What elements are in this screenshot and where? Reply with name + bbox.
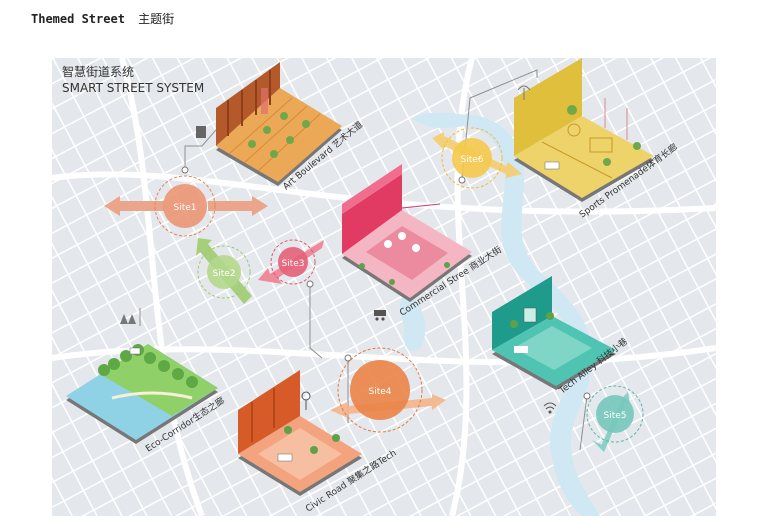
palm-tree-icon: [517, 85, 531, 100]
site5-marker[interactable]: Site5: [586, 385, 644, 456]
system-title-en: SMART STREET SYSTEM: [62, 81, 204, 95]
smart-street-diagram: 智慧街道系统 SMART STREET SYSTEM Art Boulevard…: [52, 58, 716, 516]
site4-marker[interactable]: Site4: [330, 347, 446, 433]
globe-icon: [301, 391, 311, 410]
city-map: 智慧街道系统 SMART STREET SYSTEM Art Boulevard…: [52, 58, 716, 516]
site3-label: Site3: [281, 259, 304, 269]
eco-corridor-block: [66, 314, 218, 444]
river: [432, 114, 600, 516]
north-water: [412, 112, 482, 128]
pond: [399, 293, 426, 351]
page-title-zh: 主题街: [138, 12, 175, 26]
shopping-cart-icon: [374, 310, 386, 321]
civic-road-block: [238, 370, 362, 496]
art-boulevard-block: [196, 62, 342, 186]
building-icon: [196, 126, 206, 138]
commercial-street-block: [342, 164, 472, 321]
system-title-zh: 智慧街道系统: [62, 64, 134, 79]
connector-dots: [181, 166, 591, 400]
page-title-en: Themed Street: [31, 12, 125, 26]
site6-label: Site6: [460, 155, 483, 165]
site4-label: Site4: [368, 387, 391, 397]
site2-label: Site2: [212, 269, 235, 279]
site1-marker[interactable]: Site1: [104, 175, 268, 237]
sports-promenade-block: [514, 58, 654, 202]
tree-icon: [120, 314, 136, 324]
site2-marker[interactable]: Site2: [196, 238, 252, 304]
site3-marker[interactable]: Site3: [258, 239, 324, 285]
site1-label: Site1: [173, 203, 196, 213]
site5-label: Site5: [603, 411, 626, 421]
wifi-icon: [543, 402, 557, 414]
site6-marker[interactable]: Site6: [432, 127, 522, 189]
page-heading: Themed Street 主题街: [31, 10, 174, 27]
tech-alley-block: [492, 276, 616, 414]
